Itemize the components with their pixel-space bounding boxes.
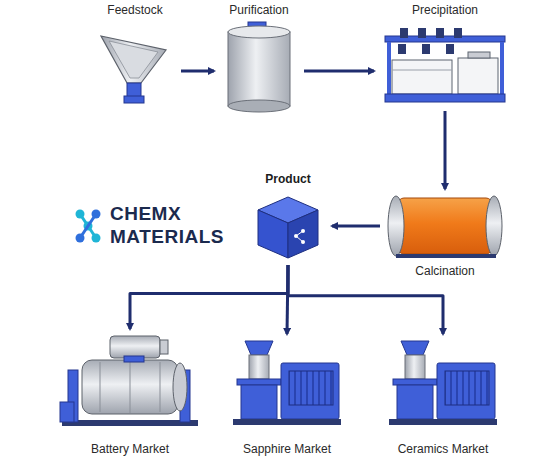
node-label: Battery Market [57,442,203,456]
flow-arrow [181,70,214,73]
flow-arrow [444,111,447,189]
node-label: Purification [217,3,301,17]
precipitation-rig: Precipitation [377,3,513,108]
logo-text: CHEMX [110,203,181,225]
feedstock-hopper: Feedstock [92,3,178,108]
sapphire-market: Sapphire Market [223,337,351,456]
node-label: Product [247,172,329,186]
product-cube: Product [247,172,329,262]
battery-market: Battery Market [57,332,203,456]
flow-arrow [304,70,374,73]
node-label: Feedstock [92,3,178,17]
node-label: Ceramics Market [379,442,507,456]
node-label: Precipitation [377,3,513,17]
node-label: Calcination [383,264,507,278]
calcination-kiln: Calcination [383,192,507,278]
flow-arrow [130,265,288,329]
logo-text: MATERIALS [110,226,224,248]
node-label: Sapphire Market [223,442,351,456]
flow-arrow [332,225,380,228]
ceramics-market: Ceramics Market [379,337,507,456]
purification-tank: Purification [217,3,301,113]
